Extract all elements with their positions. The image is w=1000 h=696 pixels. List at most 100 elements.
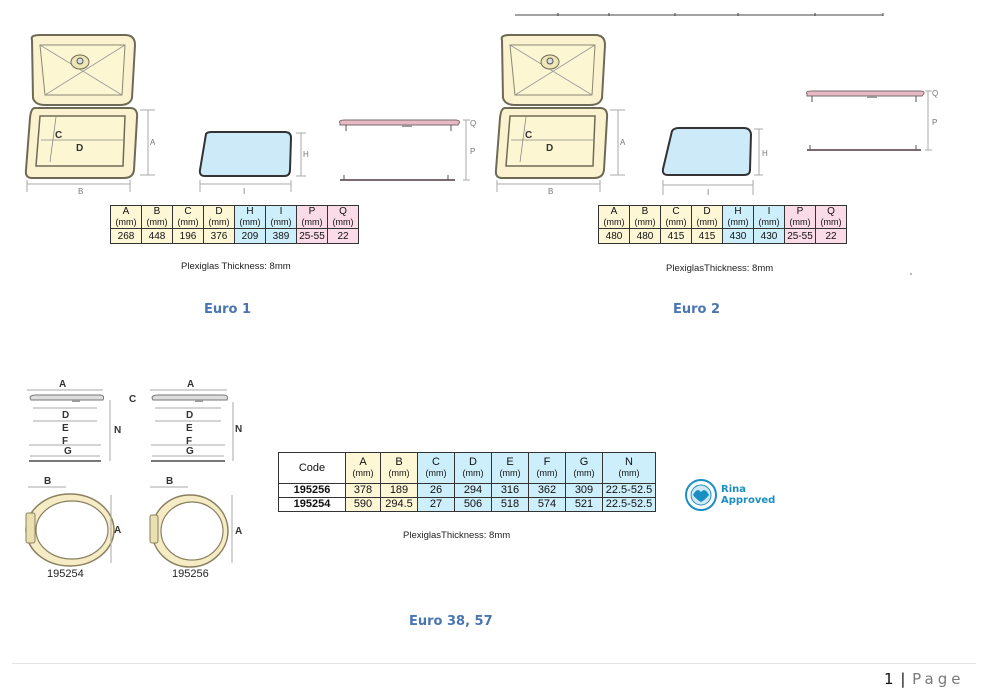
euro38-diagrams: A D E F G N A C D E F G N B xyxy=(0,370,260,595)
cell: 430 xyxy=(753,228,785,244)
dim-label-e: E xyxy=(62,423,69,434)
cell: 574 xyxy=(528,497,566,512)
dim-label-h: H xyxy=(303,150,309,159)
cell: 480 xyxy=(629,228,661,244)
euro1-diagrams: C D A B H I Q P xyxy=(0,30,480,205)
table-row: 195256 378 189 26 294 316 362 309 22.5-5… xyxy=(278,483,656,498)
cell: 26 xyxy=(417,483,455,498)
cell: 196 xyxy=(172,228,204,244)
cell: 389 xyxy=(265,228,297,244)
dim-label-n: N xyxy=(114,425,121,436)
col-header-c: C(mm) xyxy=(417,452,455,484)
dim-label-b: B xyxy=(166,476,173,487)
dim-label-d: D xyxy=(186,410,193,421)
stray-dot xyxy=(910,273,912,275)
table-header-row: Code A(mm) B(mm) C(mm) D(mm) E(mm) F(mm)… xyxy=(278,452,656,484)
cell: 430 xyxy=(722,228,754,244)
dim-label-d: D xyxy=(546,143,553,154)
cell: 209 xyxy=(234,228,266,244)
table-header-row: A(mm) B(mm) C(mm) D(mm) H(mm) I(mm) P(mm… xyxy=(110,205,359,229)
page-separator: | xyxy=(900,670,907,688)
dim-label-i: I xyxy=(707,188,709,197)
cell: 25-55 xyxy=(784,228,816,244)
dim-label-b: B xyxy=(44,476,51,487)
euro1-spec-table: A(mm) B(mm) C(mm) D(mm) H(mm) I(mm) P(mm… xyxy=(110,205,359,244)
dim-label-b: B xyxy=(548,187,553,196)
cell: 22 xyxy=(815,228,847,244)
col-header-q: Q(mm) xyxy=(815,205,847,229)
dim-label-i: I xyxy=(243,187,245,196)
euro38-plexiglas-note: PlexiglasThickness: 8mm xyxy=(403,530,511,541)
dim-label-a: A xyxy=(150,138,156,147)
col-header-b: B(mm) xyxy=(141,205,173,229)
dim-label-a: A xyxy=(187,379,194,390)
euro38-caption: Euro 38, 57 xyxy=(409,614,493,629)
col-header-d: D(mm) xyxy=(691,205,723,229)
col-header-a: A(mm) xyxy=(110,205,142,229)
col-header-i: I(mm) xyxy=(753,205,785,229)
col-header-i: I(mm) xyxy=(265,205,297,229)
table-row: 195254 590 294.5 27 506 518 574 521 22.5… xyxy=(278,497,656,512)
dim-label-d: D xyxy=(62,410,69,421)
dim-label-c: C xyxy=(55,130,62,141)
col-header-d: D(mm) xyxy=(203,205,235,229)
col-header-c: C(mm) xyxy=(660,205,692,229)
dim-label-a: A xyxy=(59,379,66,390)
col-header-b: B(mm) xyxy=(629,205,661,229)
cell: 415 xyxy=(660,228,692,244)
col-header-h: H(mm) xyxy=(234,205,266,229)
cell: 590 xyxy=(345,497,381,512)
cell: 362 xyxy=(528,483,566,498)
col-header-g: G(mm) xyxy=(565,452,603,484)
code-cell: 195256 xyxy=(278,483,346,498)
cell: 448 xyxy=(141,228,173,244)
cell: 22.5-52.5 xyxy=(602,483,656,498)
cell: 378 xyxy=(345,483,381,498)
dim-label-a: A xyxy=(235,526,242,537)
cell: 25-55 xyxy=(296,228,328,244)
col-header-f: F(mm) xyxy=(528,452,566,484)
col-header-a: A(mm) xyxy=(598,205,630,229)
col-header-d: D(mm) xyxy=(454,452,492,484)
col-header-h: H(mm) xyxy=(722,205,754,229)
euro2-caption: Euro 2 xyxy=(673,302,721,317)
cell: 22.5-52.5 xyxy=(602,497,656,512)
cell: 294 xyxy=(454,483,492,498)
dim-label-a: A xyxy=(620,138,626,147)
col-header-p: P(mm) xyxy=(296,205,328,229)
cell: 518 xyxy=(491,497,529,512)
col-header-e: E(mm) xyxy=(491,452,529,484)
model-label-195254: 195254 xyxy=(47,568,84,580)
rina-label: Rina xyxy=(721,484,746,495)
table-header-row: A(mm) B(mm) C(mm) D(mm) H(mm) I(mm) P(mm… xyxy=(598,205,847,229)
euro38-spec-table: Code A(mm) B(mm) C(mm) D(mm) E(mm) F(mm)… xyxy=(278,452,656,512)
dim-label-q: Q xyxy=(932,89,938,98)
euro1-plexiglas-note: Plexiglas Thickness: 8mm xyxy=(181,261,291,272)
dim-label-a: A xyxy=(114,525,121,536)
dim-label-b: B xyxy=(78,187,83,196)
table-row: 480 480 415 415 430 430 25-55 22 xyxy=(598,228,847,244)
euro38-porthole-diagram: A D E F G N A C D E F G N B xyxy=(25,379,242,568)
dim-label-d: D xyxy=(76,143,83,154)
euro2-hatch-diagram: C D A B H I Q P xyxy=(494,34,938,197)
dim-label-e: E xyxy=(186,423,193,434)
dim-label-c: C xyxy=(129,394,136,405)
cell: 415 xyxy=(691,228,723,244)
euro2-plexiglas-note: PlexiglasThickness: 8mm xyxy=(666,263,774,274)
rina-logo-icon xyxy=(685,479,717,511)
dim-label-h: H xyxy=(762,149,768,158)
dim-label-c: C xyxy=(525,130,532,141)
col-header-a: A(mm) xyxy=(345,452,381,484)
dim-label-p: P xyxy=(470,147,475,156)
euro1-caption: Euro 1 xyxy=(204,302,252,317)
code-cell: 195254 xyxy=(278,497,346,512)
cell: 27 xyxy=(417,497,455,512)
col-header-p: P(mm) xyxy=(784,205,816,229)
cell: 316 xyxy=(491,483,529,498)
dim-label-n: N xyxy=(235,424,242,435)
dim-label-p: P xyxy=(932,118,937,127)
euro2-spec-table: A(mm) B(mm) C(mm) D(mm) H(mm) I(mm) P(mm… xyxy=(598,205,847,244)
cell: 22 xyxy=(327,228,359,244)
cell: 268 xyxy=(110,228,142,244)
approved-label: Approved xyxy=(721,495,776,506)
